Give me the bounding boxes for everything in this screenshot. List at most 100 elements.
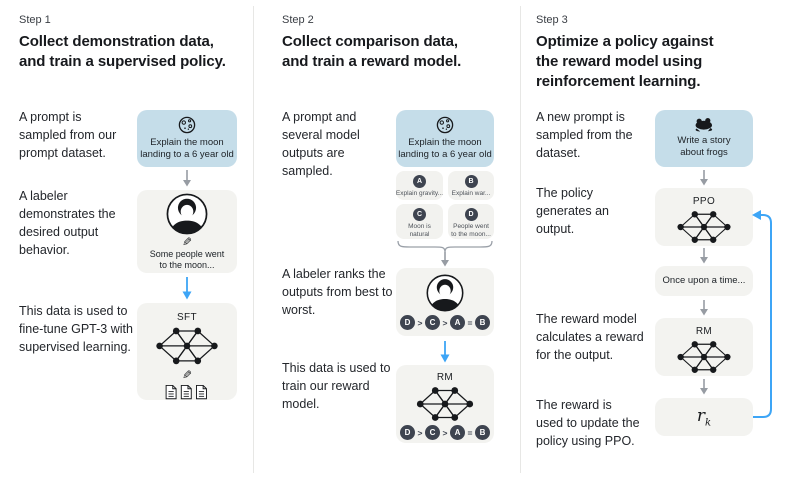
caption-new-prompt: A new prompt is sampled from the dataset…	[536, 110, 633, 160]
column-divider	[253, 6, 254, 473]
caption-labeler-ranks: A labeler ranks the outputs from best to…	[282, 267, 393, 317]
labeler-avatar-icon	[166, 193, 208, 234]
labeler-output-text: Some people went to the moon...	[150, 249, 225, 271]
heading-line: and train a reward model.	[282, 53, 462, 70]
caption-prompt-sampled: A prompt is sampled from our prompt data…	[19, 110, 117, 160]
labeler-output-line: to the moon...	[159, 259, 215, 270]
step-heading: Collect demonstration data, and train a …	[19, 32, 239, 72]
model-label: RM	[436, 372, 454, 383]
column-divider	[520, 6, 521, 473]
rank-separator: >	[417, 317, 423, 328]
labeler-avatar-icon	[426, 274, 464, 312]
neural-network-icon	[156, 327, 218, 365]
labeler-output-line: Some people went	[149, 248, 225, 259]
rank-letter: C	[425, 315, 441, 330]
gather-brace	[397, 240, 493, 252]
labeler-rank-box: D > C > A = B	[396, 268, 494, 336]
model-label: SFT	[176, 312, 198, 323]
ranking-badge: D > C > A = B	[400, 425, 490, 440]
down-arrow-icon	[700, 379, 708, 395]
reward-base: r	[696, 405, 706, 426]
down-arrow-icon	[182, 277, 192, 300]
down-arrow-icon	[441, 252, 449, 267]
prompt-text-line: landing to a 6 year old	[398, 149, 492, 160]
policy-output-box: Once upon a time...	[655, 266, 753, 296]
caption-outputs-sampled: A prompt and several model outputs are s…	[282, 110, 360, 178]
documents-icon	[165, 384, 207, 400]
labeler-demo-box: ✎ Some people went to the moon...	[137, 190, 237, 273]
rank-letter: D	[400, 315, 416, 330]
caption-finetune-gpt3: This data is used to fine-tune GPT-3 wit…	[19, 304, 133, 354]
caption-labeler-demonstrates: A labeler demonstrates the desired outpu…	[19, 189, 116, 257]
prompt-box: Write a story about frogs	[655, 110, 753, 167]
down-arrow-icon	[700, 170, 708, 186]
heading-line: Collect demonstration data,	[19, 33, 214, 50]
rank-letter: B	[474, 425, 490, 440]
policy-output-text: Once upon a time...	[662, 275, 746, 286]
neural-network-icon	[416, 387, 474, 421]
answer-text: Explain war...	[451, 190, 491, 197]
prompt-box: Explain the moon landing to a 6 year old	[137, 110, 237, 167]
answer-card: D People went to the moon...	[448, 204, 494, 239]
heading-line: Collect comparison data,	[282, 33, 458, 50]
step-heading: Collect comparison data, and train a rew…	[282, 32, 502, 72]
sft-model-box: SFT ✎	[137, 303, 237, 400]
ppo-policy-box: PPO	[655, 188, 753, 246]
feedback-loop-arrow-icon	[752, 210, 772, 418]
rank-separator: >	[442, 427, 448, 438]
down-arrow-icon	[700, 300, 708, 316]
caption-policy-generates: The policy generates an output.	[536, 186, 609, 236]
moon-icon	[436, 116, 454, 134]
step-heading: Optimize a policy against the reward mod…	[536, 32, 766, 92]
caption-train-reward-model: This data is used to train our reward mo…	[282, 361, 391, 411]
rank-letter: A	[449, 315, 465, 330]
rm-model-box: RM	[655, 318, 753, 376]
answer-letter-badge: A	[413, 175, 426, 188]
answer-letter-badge: B	[464, 175, 478, 188]
ranking-badge: D > C > A = B	[400, 315, 490, 330]
step-label: Step 3	[536, 14, 568, 26]
prompt-text: Explain the moon landing to a 6 year old	[140, 137, 233, 161]
rank-separator: >	[417, 427, 423, 438]
model-label: PPO	[692, 196, 716, 207]
rank-separator: >	[442, 317, 448, 328]
heading-line: reinforcement learning.	[536, 73, 701, 90]
neural-network-icon	[677, 211, 731, 243]
answer-letter-badge: C	[413, 208, 426, 221]
rank-letter: D	[400, 425, 416, 440]
down-arrow-icon	[440, 341, 450, 363]
step-label: Step 1	[19, 14, 51, 26]
answer-card: C Moon is natural satellite of...	[396, 204, 443, 239]
frog-icon	[695, 118, 713, 132]
heading-line: and train a supervised policy.	[19, 53, 226, 70]
answer-text: Moon is natural satellite of...	[408, 223, 431, 238]
prompt-text-line: Write a story	[677, 135, 731, 146]
prompt-text-line: Explain the moon	[408, 137, 482, 148]
prompt-text-line: Explain the moon	[150, 137, 224, 148]
answer-card: B Explain war...	[448, 171, 494, 200]
neural-network-icon	[677, 341, 731, 373]
model-label: RM	[695, 326, 713, 337]
step-label: Step 2	[282, 14, 314, 26]
moon-icon	[178, 116, 196, 134]
prompt-text-line: landing to a 6 year old	[140, 149, 234, 160]
rank-letter: A	[449, 425, 465, 440]
answer-text: Explain gravity...	[396, 190, 443, 197]
answer-letter-badge: D	[464, 208, 478, 221]
rm-model-box: RM D > C > A	[396, 365, 494, 443]
reward-symbol: rk	[697, 406, 711, 428]
rank-letter: C	[425, 425, 441, 440]
prompt-text: Write a story about frogs	[677, 135, 730, 159]
rank-letter: B	[474, 315, 490, 330]
heading-line: Optimize a policy against	[536, 33, 714, 50]
answer-card: A Explain gravity...	[396, 171, 443, 200]
rank-separator: =	[467, 317, 473, 328]
rank-separator: =	[467, 427, 473, 438]
prompt-text: Explain the moon landing to a 6 year old	[398, 137, 491, 161]
prompt-box: Explain the moon landing to a 6 year old	[396, 110, 494, 167]
down-arrow-icon	[183, 170, 191, 187]
